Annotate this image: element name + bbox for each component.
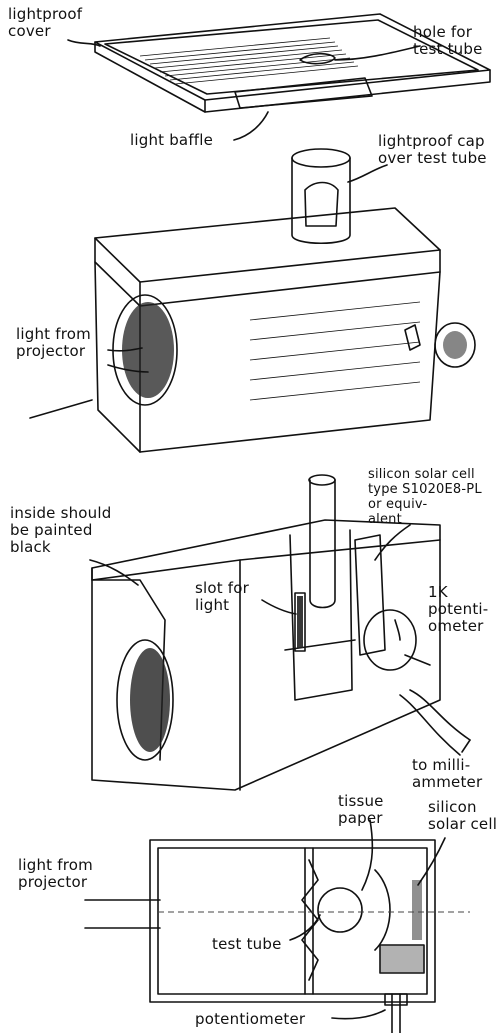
leader-lines <box>29 39 471 1020</box>
open-box-drawing <box>91 474 471 791</box>
label-light-from-projector-bottom: light from projector <box>18 856 93 891</box>
label-lightproof-cover: lightproof cover <box>8 5 83 40</box>
label-1k-potentiometer: 1K potenti- ometer <box>428 583 489 635</box>
lightproof-cover-drawing <box>94 13 491 113</box>
label-potentiometer: potentiometer <box>195 1010 306 1028</box>
label-to-milliammeter: to milli- ammeter <box>412 756 483 791</box>
label-silicon-solar-cell-type: silicon solar cell type S1020E8-PL or eq… <box>368 467 482 527</box>
label-silicon-solar-cell: silicon solar cell <box>428 798 497 833</box>
label-tissue-paper: tissue paper <box>338 792 384 827</box>
label-test-tube: test tube <box>212 935 282 953</box>
closed-box-drawing <box>94 148 476 453</box>
label-light-from-projector-top: light from projector <box>16 325 91 360</box>
cross-section-drawing <box>149 839 470 1033</box>
label-slot-for-light: slot for light <box>195 579 250 614</box>
label-lightproof-cap: lightproof cap over test tube <box>378 132 487 167</box>
label-hole-for-test-tube: hole for test tube <box>413 23 483 58</box>
label-light-baffle: light baffle <box>130 131 214 149</box>
label-inside-painted-black: inside should be painted black <box>10 504 112 556</box>
